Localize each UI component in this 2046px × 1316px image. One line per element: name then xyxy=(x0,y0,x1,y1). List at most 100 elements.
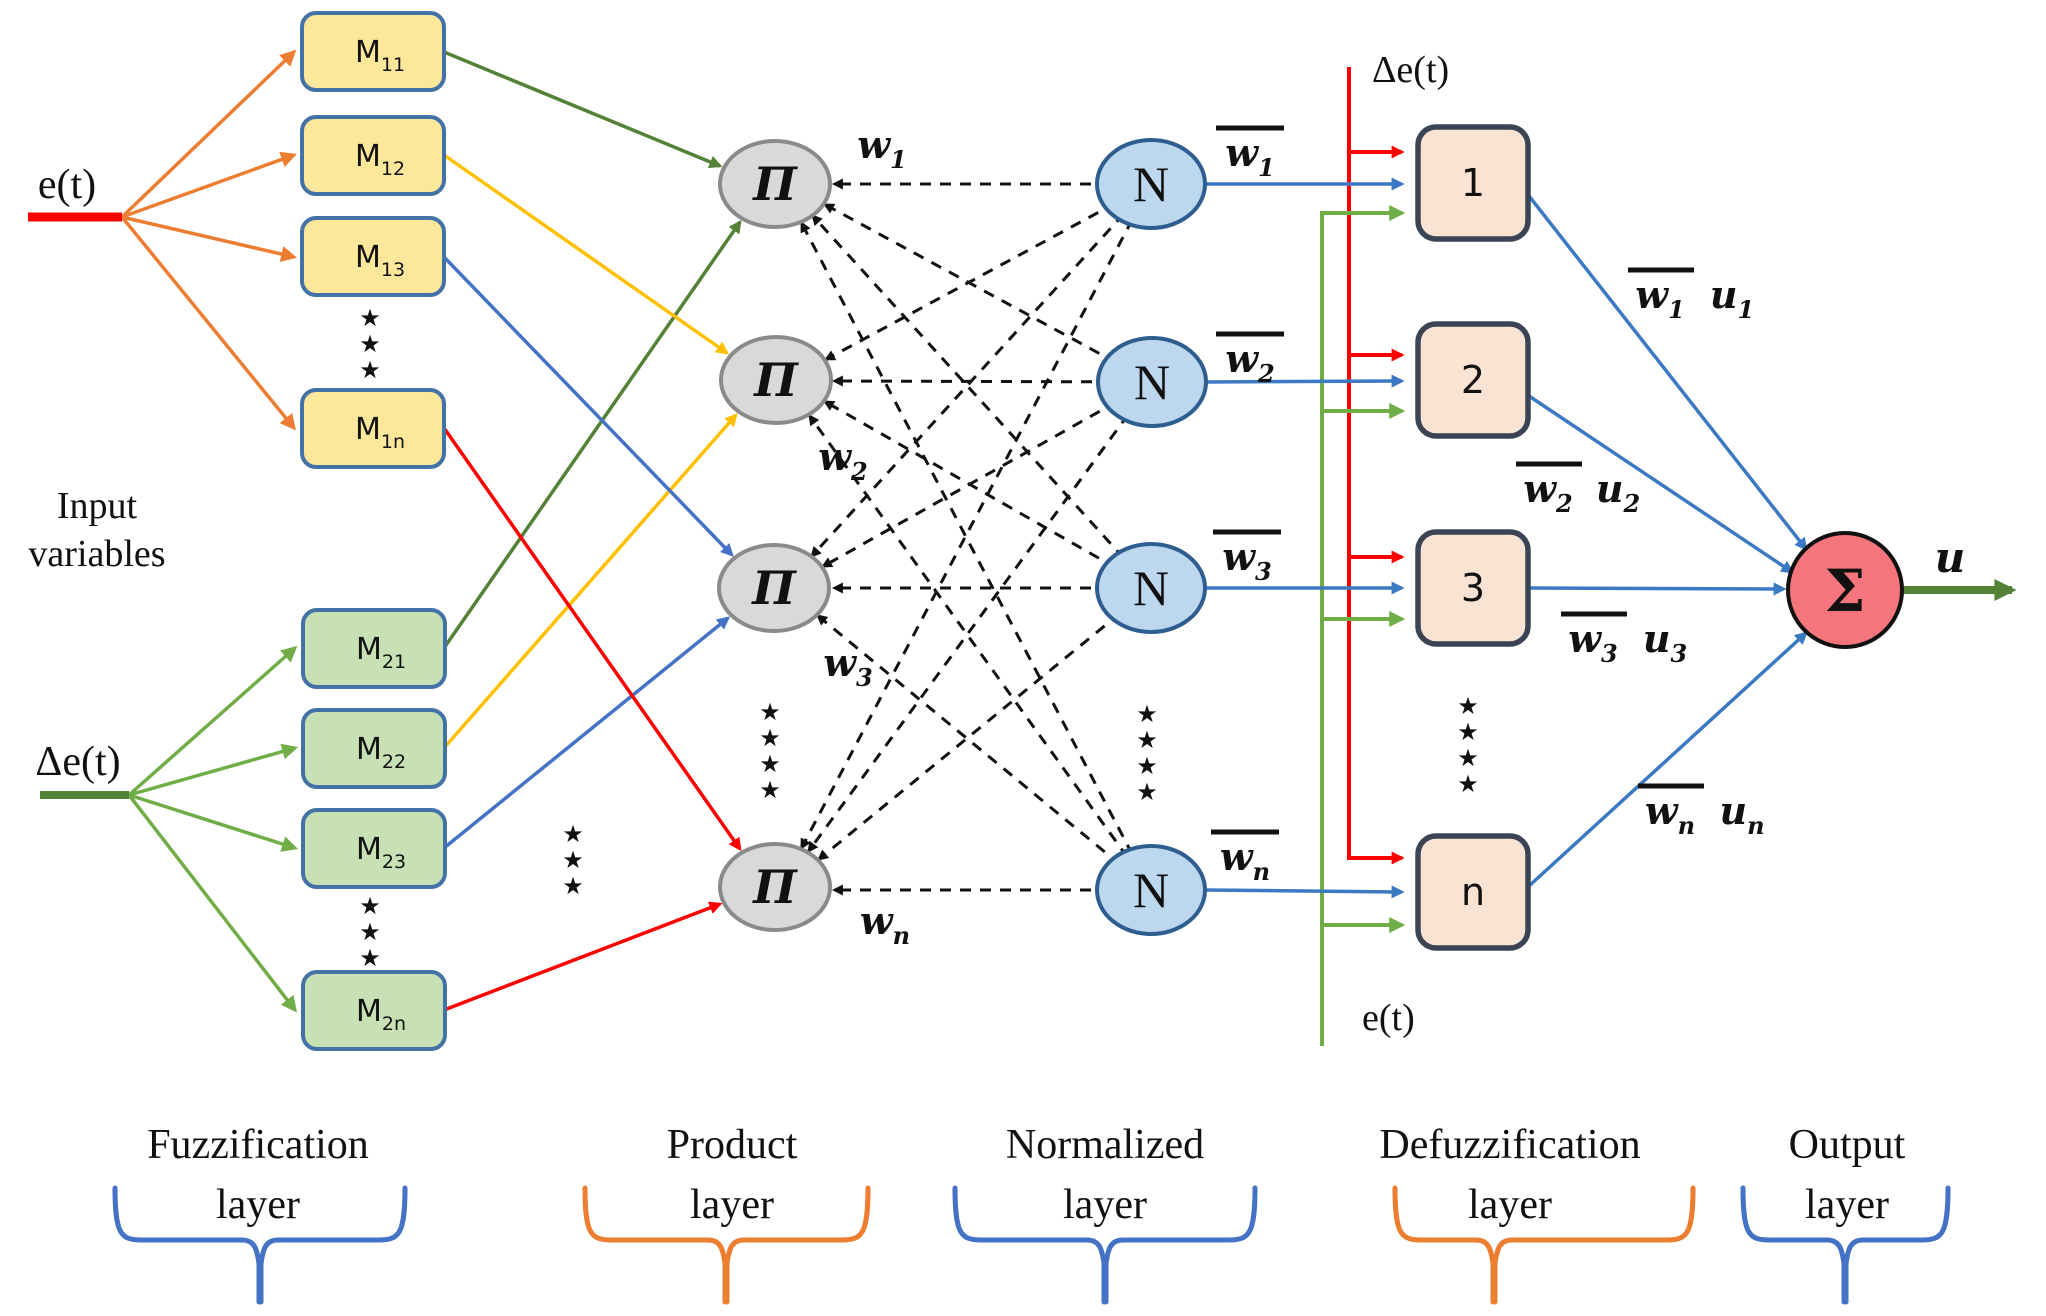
term-w2: w2 xyxy=(1523,466,1572,518)
ellipsis-stars-red: ★ ★ ★ xyxy=(562,820,584,900)
star-icon: ★ xyxy=(759,698,781,726)
product-node-symbol: Π xyxy=(750,561,797,615)
defuzz-box-label: n xyxy=(1461,870,1485,914)
arrow-m23-pi3 xyxy=(442,616,731,850)
normalized-node-symbol: N xyxy=(1133,560,1169,616)
dashed-arrow xyxy=(824,182,1152,362)
ellipsis-stars-gold: ★ ★ ★ xyxy=(359,304,381,384)
layer-label-output: Output xyxy=(1789,1122,1906,1168)
star-icon: ★ xyxy=(1136,700,1158,728)
membership-box-m12 xyxy=(300,115,446,196)
fan-de-m2n xyxy=(127,793,297,1013)
product-node-3 xyxy=(717,543,831,633)
normalized-to-defuzz-lines xyxy=(1204,177,1405,899)
dashed-arrow xyxy=(821,380,1153,569)
aux-bottom-label: e(t) xyxy=(1362,997,1415,1039)
star-icon: ★ xyxy=(359,304,381,332)
membership-label: M21 xyxy=(356,632,406,673)
normalized-node-n xyxy=(1095,844,1207,936)
ellipsis-stars-green: ★ ★ ★ xyxy=(359,892,381,972)
normalized-node-3 xyxy=(1095,542,1207,634)
membership-box-m2n xyxy=(301,970,447,1051)
star-icon: ★ xyxy=(359,892,381,920)
membership-box-m11 xyxy=(300,11,446,92)
defuzz-box-n xyxy=(1415,833,1531,951)
membership-label: M12 xyxy=(355,139,405,180)
fuzzification-row2: M21 M22 M23 M2n xyxy=(301,608,447,1051)
layer-label-defuzzification-2: layer xyxy=(1468,1182,1552,1228)
input-caption-line1: Input xyxy=(57,485,138,527)
ellipsis-stars-navy: ★ ★ ★ ★ xyxy=(1136,700,1158,806)
membership-box-m23 xyxy=(301,808,447,889)
normalized-node-2 xyxy=(1096,336,1208,428)
brace-normalized xyxy=(952,1185,1258,1305)
norm-weight-wn: wn xyxy=(1220,834,1270,886)
arrow-m1n-pin xyxy=(442,426,742,852)
link-box2-sum xyxy=(1528,394,1795,574)
star-icon: ★ xyxy=(1457,770,1479,798)
fuzzification-row1: M11 M12 M13 M1n xyxy=(300,11,446,469)
membership-box-m1n xyxy=(300,388,446,469)
layer-label-normalized-2: layer xyxy=(1063,1182,1147,1228)
product-node-2 xyxy=(719,335,833,425)
input-e-label: e(t) xyxy=(38,162,96,208)
fan-de-m23 xyxy=(128,793,299,852)
normalized-node-symbol: N xyxy=(1133,156,1169,212)
layer-label-normalized: Normalized xyxy=(1006,1122,1204,1168)
link-n2-box2 xyxy=(1205,374,1405,388)
arrow-m13-pi3 xyxy=(442,255,734,557)
fan-e-m1n xyxy=(120,215,297,431)
defuzz-box-1 xyxy=(1415,124,1531,242)
product-nodes: Π Π Π Π xyxy=(717,139,833,932)
membership-box-m22 xyxy=(301,708,447,789)
term-un: un xyxy=(1719,788,1764,840)
dashed-connections xyxy=(799,178,1154,896)
brace-output xyxy=(1740,1185,1951,1305)
star-icon: ★ xyxy=(759,750,781,778)
fan-e-m12 xyxy=(121,151,298,219)
dashed-arrow xyxy=(823,202,1153,384)
product-node-n xyxy=(718,842,832,932)
arrow-m11-pi1 xyxy=(443,50,723,169)
brace-product xyxy=(582,1185,871,1305)
defuzz-box-3 xyxy=(1415,529,1531,647)
layer-braces xyxy=(112,1185,1951,1305)
star-icon: ★ xyxy=(759,724,781,752)
star-icon: ★ xyxy=(1457,744,1479,772)
membership-label: M1n xyxy=(355,412,405,453)
star-icon: ★ xyxy=(562,820,584,848)
product-node-symbol: Π xyxy=(751,860,798,914)
link-nn-boxn xyxy=(1204,885,1405,899)
membership-label: M22 xyxy=(356,732,406,773)
membership-label: M23 xyxy=(356,832,406,873)
normalized-node-1 xyxy=(1095,138,1207,230)
membership-box-m21 xyxy=(301,608,447,689)
layer-labels: Fuzzification layer Product layer Normal… xyxy=(147,1122,1905,1228)
star-icon: ★ xyxy=(359,944,381,972)
dashed-arrow xyxy=(799,183,1153,850)
star-icon: ★ xyxy=(1457,718,1479,746)
layer-label-defuzzification: Defuzzification xyxy=(1379,1122,1640,1168)
aux-green-line xyxy=(1320,205,1406,1046)
norm-weight-w2: w2 xyxy=(1225,336,1274,388)
membership-label: M13 xyxy=(355,240,405,281)
dashed-arrow xyxy=(806,381,1154,853)
arrow-m22-pi2 xyxy=(442,413,738,750)
brace-defuzzification xyxy=(1392,1185,1696,1305)
term-w3: w3 xyxy=(1568,616,1617,668)
weight-wn: wn xyxy=(860,898,910,950)
aux-feed-lines xyxy=(1320,67,1406,1046)
star-icon: ★ xyxy=(1136,726,1158,754)
term-u2: u2 xyxy=(1596,466,1640,518)
membership-to-product-arrows xyxy=(442,50,742,1012)
product-node-1 xyxy=(718,139,832,229)
term-w1: w1 xyxy=(1635,272,1684,324)
defuzz-box-label: 1 xyxy=(1461,161,1485,205)
fan-e-m11 xyxy=(120,49,297,219)
dashed-arrow xyxy=(799,221,1153,891)
star-icon: ★ xyxy=(1136,752,1158,780)
term-u1: u1 xyxy=(1710,272,1754,324)
term-wn: wn xyxy=(1645,788,1695,840)
